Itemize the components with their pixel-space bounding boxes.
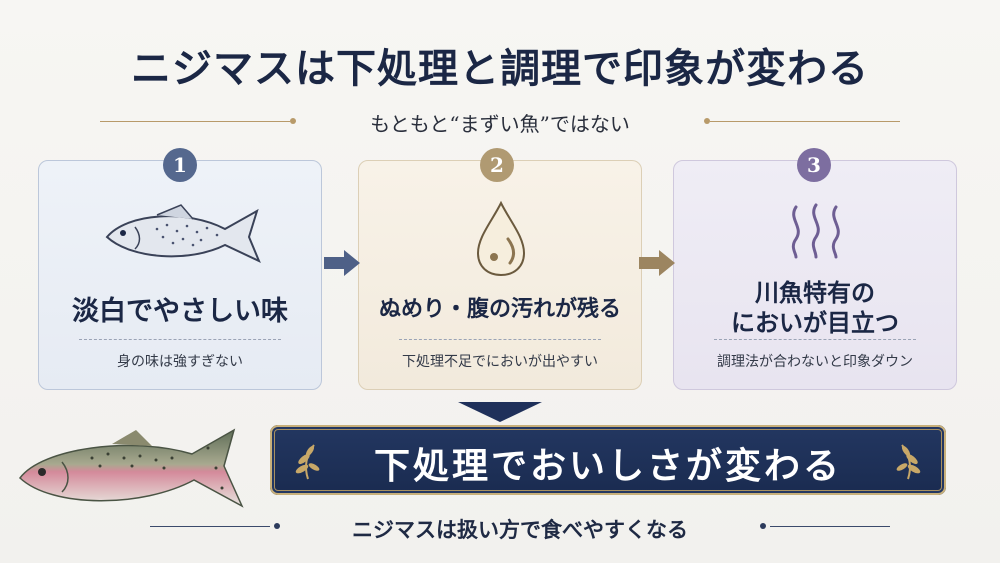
step-badge-1: 1: [163, 148, 197, 182]
divider-line: [710, 121, 900, 122]
divider-dot: [274, 523, 280, 529]
step-badge-2: 2: [480, 148, 514, 182]
card-note: 下処理不足でにおいが出やすい: [402, 354, 598, 370]
fish-icon: [105, 204, 261, 264]
card-river-fish-odor: 川魚特有の においが目立つ 調理法が合わないと印象ダウン: [673, 160, 957, 390]
dashed-divider: [79, 339, 281, 340]
card-note: 調理法が合わないと印象ダウン: [717, 354, 913, 370]
arrow-right-icon: [639, 250, 675, 276]
divider-line: [150, 526, 270, 527]
banner-text: 下処理でおいしさが変わる: [373, 445, 842, 487]
subtitle: もともと“まずい魚”ではない: [370, 112, 630, 136]
card-mild-taste: 淡白でやさしい味 身の味は強すぎない: [38, 160, 322, 390]
footer-text: ニジマスは扱い方で食べやすくなる: [352, 517, 688, 542]
dashed-divider: [714, 339, 916, 340]
droplet-icon: [476, 200, 526, 277]
page-title: ニジマスは下処理と調理で印象が変わる: [131, 45, 869, 92]
card-heading-line1: 川魚特有の: [755, 278, 875, 307]
card-heading: 淡白でやさしい味: [72, 296, 288, 327]
conclusion-banner: 下処理でおいしさが変わる: [270, 425, 946, 495]
arrow-right-icon: [324, 250, 360, 276]
laurel-left-icon: [295, 444, 320, 480]
laurel-right-icon: [896, 444, 921, 480]
card-slime-residue: ぬめり・腹の汚れが残る 下処理不足でにおいが出やすい: [358, 160, 642, 390]
divider-line: [770, 526, 890, 527]
down-arrow-icon: [458, 402, 542, 422]
divider-dot: [760, 523, 766, 529]
step-badge-3: 3: [797, 148, 831, 182]
odor-waves-icon: [791, 203, 840, 259]
card-note: 身の味は強すぎない: [117, 354, 243, 370]
dashed-divider: [399, 339, 601, 340]
divider-dot: [704, 118, 710, 124]
footer-row: ニジマスは扱い方で食べやすくなる: [150, 512, 890, 542]
rainbow-trout-image: [19, 428, 244, 508]
divider-dot: [290, 118, 296, 124]
card-heading: ぬめり・腹の汚れが残る: [378, 296, 621, 322]
subtitle-row: もともと“まずい魚”ではない: [100, 106, 900, 136]
divider-line: [100, 121, 290, 122]
card-heading-line2: においが目立つ: [731, 308, 899, 337]
